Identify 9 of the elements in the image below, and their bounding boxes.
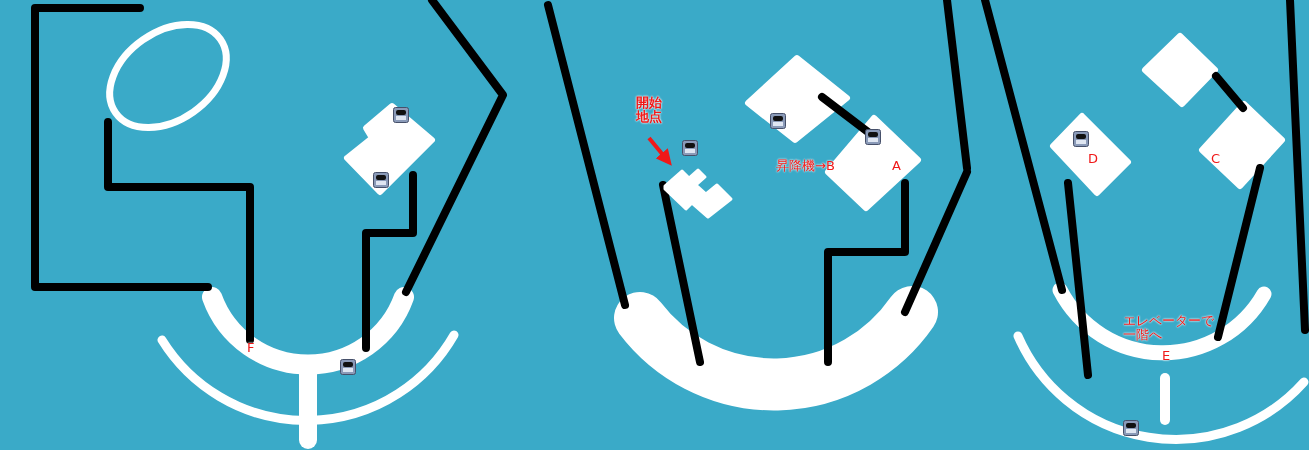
platform (665, 170, 731, 217)
letter-label: A (892, 159, 901, 173)
letter-label: F (247, 341, 255, 355)
note-label: エレベーターで一階へ (1123, 314, 1215, 342)
letter-label: C (1211, 152, 1221, 166)
start-label: 開始地点 (634, 96, 664, 124)
letter-label: E (1162, 349, 1171, 363)
arrow (647, 136, 672, 166)
letter-label: D (1088, 152, 1098, 166)
